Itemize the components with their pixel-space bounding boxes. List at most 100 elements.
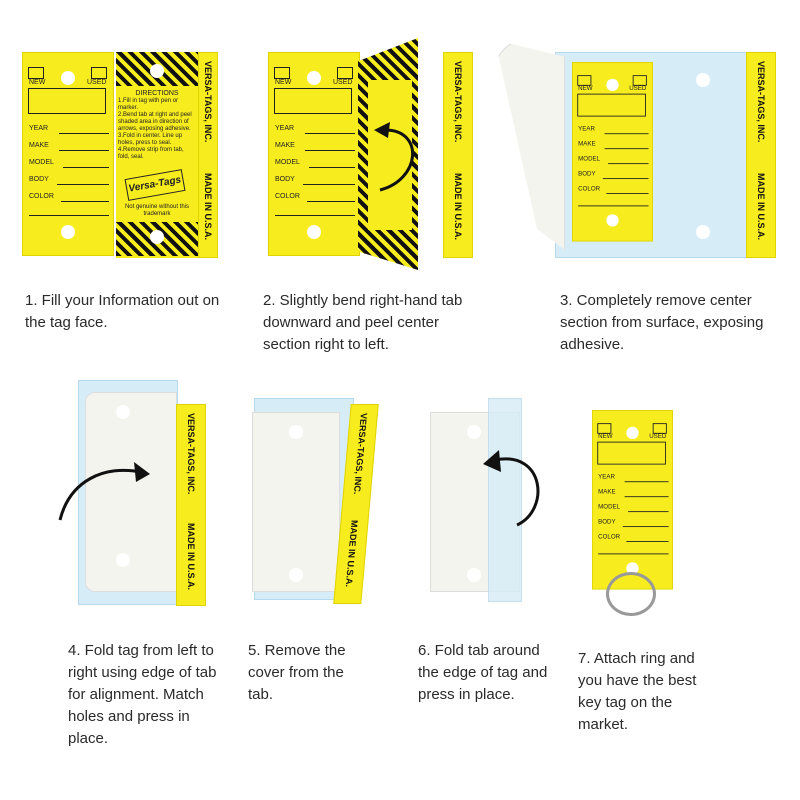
adhesive-tab	[488, 398, 522, 602]
strip-brand: VERSA-TAGS, INC.	[756, 61, 766, 143]
field-make: MAKE	[578, 141, 649, 150]
direction-step: 3.Fold in center. Line up holes, press t…	[118, 133, 183, 146]
tag-face: NEW USED YEAR MAKE MODEL BODY COLOR	[268, 52, 360, 256]
field-color: COLOR	[275, 193, 355, 203]
info-box	[28, 88, 106, 114]
tag-face: NEW USED YEAR MAKE MODEL BODY COLOR	[592, 410, 673, 590]
direction-step: 1.Fill in tag with pen or marker.	[118, 98, 179, 111]
tab-strip: VERSA-TAGS, INC. MADE IN U.S.A.	[176, 404, 206, 606]
peeling-directions	[368, 80, 412, 230]
field-model: MODEL	[275, 159, 355, 169]
fold-left-arrow-icon	[483, 450, 540, 527]
field-model: MODEL	[29, 159, 109, 169]
step-1-caption: 1. Fill your Information out on the tag …	[25, 292, 220, 331]
tag-hole	[626, 562, 639, 575]
info-box	[577, 93, 646, 117]
used-label: USED	[649, 433, 667, 440]
field-color: COLOR	[598, 534, 669, 542]
strip-origin: MADE IN U.S.A.	[203, 173, 213, 241]
folding-cover	[85, 392, 177, 592]
folded-tag	[252, 412, 340, 592]
new-label: NEW	[578, 85, 593, 92]
strip-origin: MADE IN U.S.A.	[343, 520, 360, 588]
field-make: MAKE	[598, 489, 669, 498]
tab-strip: VERSA-TAGS, INC. MADE IN U.S.A.	[198, 52, 218, 258]
field-blank	[275, 207, 355, 217]
tag-hole	[150, 230, 164, 244]
tag-hole	[116, 405, 130, 419]
used-label: USED	[333, 79, 353, 86]
directions-title: DIRECTIONS	[135, 90, 179, 97]
step-4-caption: 4. Fold tag from left to right using edg…	[68, 642, 217, 747]
fold-right-arrow-icon	[58, 462, 150, 521]
field-year: YEAR	[275, 125, 355, 135]
tag-hole	[606, 214, 619, 227]
tag-hole	[307, 225, 321, 239]
step-3-caption: 3. Completely remove center section from…	[560, 292, 764, 353]
used-checkbox	[652, 423, 667, 434]
step-2-caption: 2. Slightly bend right-hand tab downward…	[263, 292, 463, 353]
field-blank	[598, 546, 669, 555]
tag-hole	[289, 425, 303, 439]
used-label: USED	[87, 79, 107, 86]
trademark-note: Not genuine without this trademark	[124, 204, 190, 217]
tab-strip: VERSA-TAGS, INC. MADE IN U.S.A.	[746, 52, 776, 258]
key-ring	[606, 572, 656, 616]
field-body: BODY	[29, 176, 109, 186]
field-make: MAKE	[275, 142, 355, 152]
tag-hole	[606, 78, 619, 92]
used-checkbox	[337, 67, 353, 79]
step-6-caption: 6. Fold tab around the edge of tag and p…	[418, 642, 548, 703]
new-label: NEW	[598, 433, 613, 440]
tag-hole	[696, 73, 710, 87]
direction-step: 2.Bend tab at right and peel shaded area…	[118, 112, 192, 132]
field-blank	[578, 198, 649, 207]
strip-origin: MADE IN U.S.A.	[186, 523, 196, 591]
strip-origin: MADE IN U.S.A.	[453, 173, 463, 241]
tag-hole	[289, 568, 303, 582]
tag-hole	[626, 426, 639, 440]
tag-hole	[150, 64, 164, 78]
direction-step: 4.Remove strip from tab, fold, seal.	[118, 147, 184, 160]
tag-face: NEW USED YEAR MAKE MODEL BODY COLOR	[22, 52, 114, 256]
field-body: BODY	[578, 171, 649, 180]
used-label: USED	[629, 85, 647, 92]
step-7-caption: 7. Attach ring and you have the best key…	[578, 650, 697, 733]
strip-brand: VERSA-TAGS, INC.	[453, 61, 463, 143]
versa-tags-logo: Versa-Tags	[124, 169, 186, 201]
field-body: BODY	[598, 519, 669, 528]
step-5-caption: 5. Remove the cover from the tab.	[248, 642, 346, 703]
new-label: NEW	[275, 79, 292, 86]
field-color: COLOR	[578, 186, 649, 194]
strip-brand: VERSA-TAGS, INC.	[203, 61, 213, 143]
info-box	[597, 441, 666, 465]
tag-hole	[116, 553, 130, 567]
used-checkbox	[632, 75, 647, 86]
field-body: BODY	[275, 176, 355, 186]
field-year: YEAR	[29, 125, 109, 135]
tag-face: NEW USED YEAR MAKE MODEL BODY COLOR	[572, 62, 653, 242]
tag-hole	[307, 71, 321, 85]
new-label: NEW	[29, 79, 46, 86]
new-checkbox	[28, 67, 44, 79]
field-model: MODEL	[598, 504, 669, 513]
new-checkbox	[597, 423, 612, 434]
field-make: MAKE	[29, 142, 109, 152]
tag-hole	[61, 71, 75, 85]
field-color: COLOR	[29, 193, 109, 203]
field-year: YEAR	[598, 474, 669, 483]
tag-hole	[696, 225, 710, 239]
curved-arrow-icon	[374, 122, 414, 192]
field-blank	[29, 207, 109, 217]
removed-center-section	[495, 40, 565, 250]
tag-hole	[467, 425, 481, 439]
directions-section: DIRECTIONS 1.Fill in tag with pen or mar…	[116, 52, 198, 258]
strip-brand: VERSA-TAGS, INC.	[351, 413, 369, 495]
field-model: MODEL	[578, 156, 649, 165]
tag-hole	[61, 225, 75, 239]
new-checkbox	[274, 67, 290, 79]
info-box	[274, 88, 352, 114]
field-year: YEAR	[578, 126, 649, 135]
tag-hole	[467, 568, 481, 582]
